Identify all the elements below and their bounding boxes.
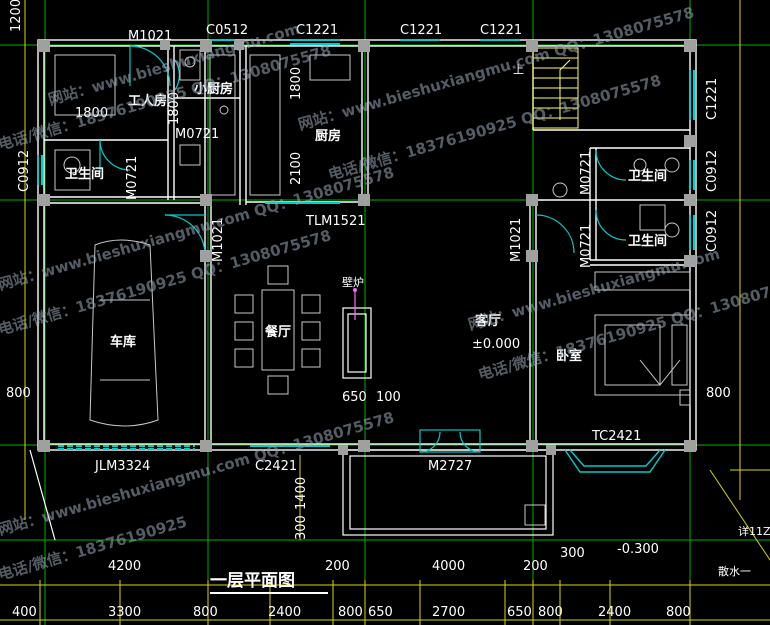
tag-c0912-right-b: C0912 <box>705 210 720 252</box>
dim-300-b: 300 <box>560 546 585 561</box>
fireplace-label: 壁炉 <box>342 275 364 289</box>
tag-m1021-mid: M1021 <box>211 218 226 262</box>
columns <box>38 40 696 455</box>
tag-tlm1521: TLM1521 <box>305 214 365 229</box>
plan-title: 一层平面图 <box>210 571 295 591</box>
room-bath-left: 卫生间 <box>65 166 104 182</box>
tag-c1221-right: C1221 <box>705 78 720 120</box>
dim-2100: 2100 <box>289 152 304 185</box>
room-bedroom: 卧室 <box>556 348 582 364</box>
room-bath-right-top: 卫生间 <box>628 168 667 184</box>
room-small-kitchen: 小厨房 <box>194 81 233 97</box>
tag-c0912-right-a: C0912 <box>705 150 720 192</box>
room-dining: 餐厅 <box>264 324 291 340</box>
doors <box>99 45 627 453</box>
dim-650-c: 650 <box>507 605 532 620</box>
dim-800-right: 800 <box>706 386 731 401</box>
dim-650-b: 650 <box>368 605 393 620</box>
dim-650: 650 <box>342 390 367 405</box>
dim-200-b: 200 <box>523 559 548 574</box>
dim-400: 400 <box>12 605 37 620</box>
tag-c2421: C2421 <box>255 459 297 474</box>
dim-800-left: 800 <box>6 386 31 401</box>
dim-800-b1: 800 <box>193 605 218 620</box>
tag-m0721-a: M0721 <box>175 127 219 142</box>
dim-800-b2: 800 <box>338 605 363 620</box>
tag-m0721-d: M0721 <box>579 224 594 268</box>
dim-1800-a: 1800 <box>167 92 182 125</box>
dim-1800-b: 1800 <box>289 67 304 100</box>
room-bath-right-bottom: 卫生间 <box>628 233 667 249</box>
dim-1200-top: 1200 <box>9 0 24 32</box>
bay-window <box>564 449 666 473</box>
tag-tc2421: TC2421 <box>591 429 641 444</box>
dim-800-b4: 800 <box>666 605 691 620</box>
dim-2400-a: 2400 <box>268 605 301 620</box>
stair-up-label: 上 <box>513 63 524 76</box>
outside-elevation-label: -0.300 <box>617 542 659 557</box>
room-garage: 车库 <box>110 334 136 350</box>
room-living: 客厅 <box>475 313 501 329</box>
windows <box>37 39 695 450</box>
room-kitchen: 厨房 <box>315 128 341 144</box>
dim-1400: 1400 <box>294 477 309 510</box>
tag-code-right: 详11ZJ <box>738 524 770 538</box>
dim-2700: 2700 <box>432 605 465 620</box>
tag-c0912-left: C0912 <box>17 150 32 192</box>
tag-scatter: 散水一 <box>718 564 751 578</box>
tag-jlm3324: JLM3324 <box>94 459 150 474</box>
fireplace <box>342 288 372 379</box>
dim-1800-worker: 1800 <box>75 106 108 121</box>
fixtures <box>54 49 691 526</box>
tag-m1021-right: M1021 <box>509 218 524 262</box>
tag-c0512: C0512 <box>206 23 248 38</box>
tag-m1021-top: M1021 <box>128 29 172 44</box>
dim-800-b3: 800 <box>538 605 563 620</box>
dim-100: 100 <box>376 390 401 405</box>
tag-m0721-c: M0721 <box>579 151 594 195</box>
dim-200-a: 200 <box>325 559 350 574</box>
dim-3300: 3300 <box>108 605 141 620</box>
dim-2400-b: 2400 <box>598 605 631 620</box>
tag-m0721-b: M0721 <box>125 156 140 200</box>
dim-300-a: 300 <box>294 515 309 540</box>
dim-4200: 4200 <box>108 559 141 574</box>
tag-c1221-c: C1221 <box>480 23 522 38</box>
tag-c1221-a: C1221 <box>296 23 338 38</box>
elevation-label: ±0.000 <box>472 337 520 352</box>
tag-m2727: M2727 <box>428 459 472 474</box>
room-worker: 工人房 <box>128 93 167 109</box>
porch <box>29 449 554 541</box>
stair <box>532 47 579 129</box>
watermark: 网站：www.bieshuxiangmu.com QQ：1308075578 <box>0 408 396 539</box>
tag-c1221-b: C1221 <box>400 23 442 38</box>
watermark-layer: 网站：www.bieshuxiangmu.com 电话/微信：183761909… <box>0 3 770 584</box>
dim-4000: 4000 <box>432 559 465 574</box>
